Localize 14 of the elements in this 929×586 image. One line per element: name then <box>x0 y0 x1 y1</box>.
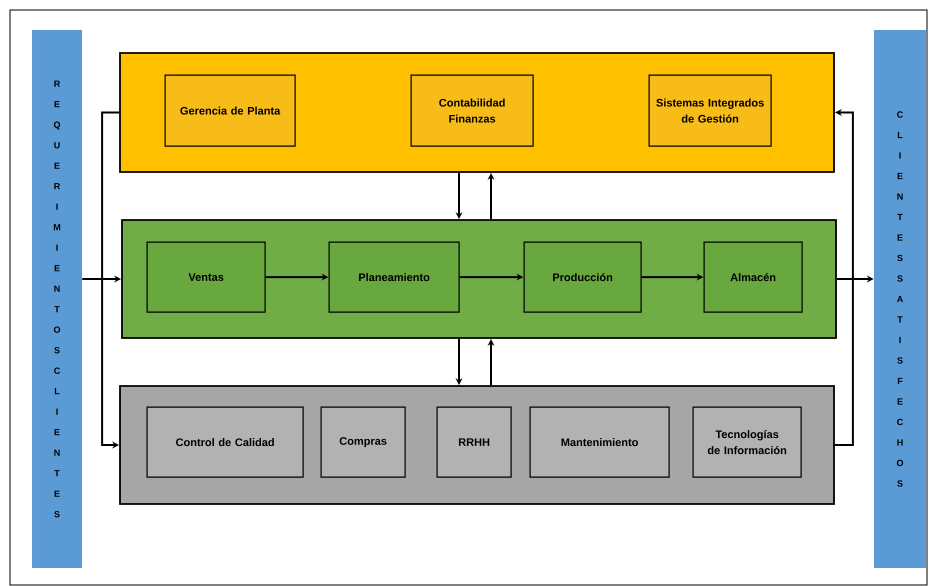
process-box: Ventas <box>146 242 266 313</box>
process-box: Planeamiento <box>328 242 460 313</box>
side-bar: CLIENTES SATISFECHOS <box>874 30 926 568</box>
process-box: Almacén <box>704 242 803 313</box>
process-box: Mantenimiento <box>530 406 670 478</box>
process-box: Sistemas Integrados de Gestión <box>648 74 772 147</box>
process-box: Tecnologías de Información <box>692 406 802 478</box>
process-box: Gerencia de Planta <box>164 74 296 147</box>
process-box: Contabilidad Finanzas <box>410 74 534 147</box>
side-bar: REQUERIMIENTOS CLIENTES <box>32 30 82 568</box>
process-box: RRHH <box>436 406 512 478</box>
process-box: Compras <box>320 406 406 478</box>
process-box: Producción <box>524 242 642 313</box>
process-box: Control de Calidad <box>146 406 304 478</box>
